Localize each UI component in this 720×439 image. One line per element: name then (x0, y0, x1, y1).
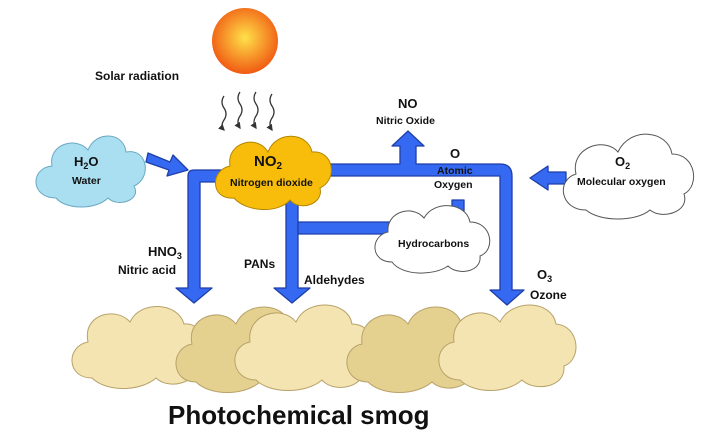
atomic-oxygen-line2: Oxygen (434, 179, 473, 191)
no2-formula: NO2 (254, 153, 283, 172)
hydrocarbons-cloud: Hydrocarbons (374, 205, 491, 274)
smog-cloud-bank (71, 304, 577, 393)
no-label: Nitric Oxide (376, 115, 435, 127)
arrow-to-pans (273, 195, 311, 304)
ozone-label: Ozone (530, 288, 567, 302)
aldehydes-label: Aldehydes (304, 273, 365, 287)
arrow-to-no (317, 130, 525, 306)
water-formula: H2O (74, 154, 99, 171)
arrow-to-hno3 (175, 169, 239, 304)
molecular-oxygen-formula: O2 (615, 154, 630, 171)
smog-cloud-5 (438, 304, 577, 391)
hno3-formula: HNO3 (148, 244, 182, 261)
hno3-label: Nitric acid (118, 263, 176, 277)
arrow-water-to-no2 (145, 152, 189, 177)
molecular-oxygen-label: Molecular oxygen (577, 176, 666, 188)
hydrocarbons-label: Hydrocarbons (398, 238, 469, 250)
atomic-oxygen-line1: Atomic (437, 165, 473, 177)
sun-icon (212, 8, 278, 74)
arrow-o2-to-o (529, 165, 567, 191)
wavy-radiation-arrows-icon (218, 91, 275, 132)
smog-title: Photochemical smog (168, 400, 430, 430)
no2-label: Nitrogen dioxide (230, 177, 313, 189)
smog-cloud-3 (234, 304, 374, 391)
water-cloud: H2O Water (35, 135, 146, 208)
solar-radiation-label: Solar radiation (95, 69, 179, 83)
smog-cloud-1 (71, 306, 206, 389)
ozone-formula: O3 (537, 267, 552, 284)
water-label: Water (72, 175, 101, 187)
atomic-oxygen-formula: O (450, 146, 460, 161)
molecular-oxygen-cloud: O2 Molecular oxygen (562, 133, 694, 220)
no2-cloud: NO2 Nitrogen dioxide (215, 135, 332, 211)
no-formula: NO (398, 96, 418, 111)
pans-label: PANs (244, 257, 275, 271)
